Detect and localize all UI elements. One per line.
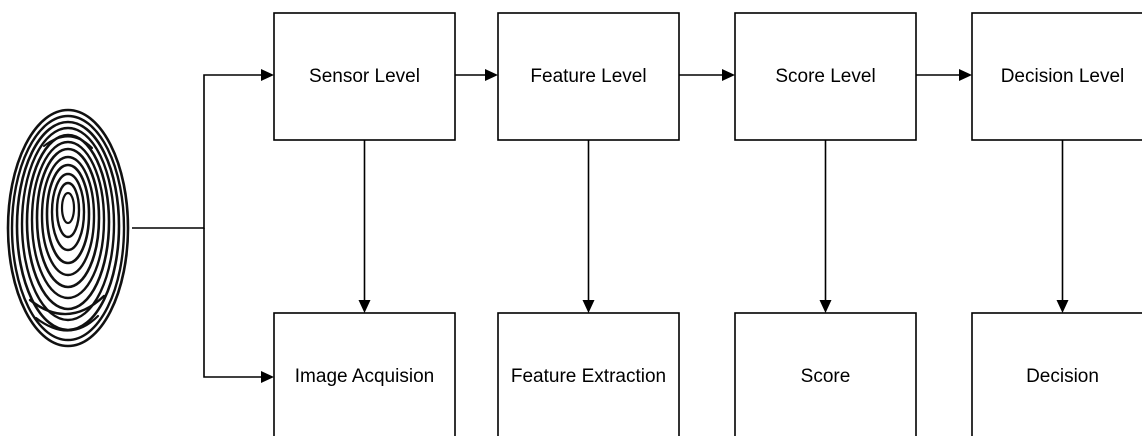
image-acquision-box: Image Acquision <box>273 312 456 436</box>
arrowhead-score-to-score-out <box>819 300 832 313</box>
sensor-level-box: Sensor Level <box>273 12 456 141</box>
sensor-level-label: Sensor Level <box>309 66 420 87</box>
decision-level-box: Decision Level <box>971 12 1142 141</box>
score-level-box: Score Level <box>734 12 917 141</box>
connector-fingerprint-to-image <box>203 228 262 378</box>
arrowhead-score-to-decision <box>959 69 972 81</box>
score-box: Score <box>734 312 917 436</box>
feature-extraction-box: Feature Extraction <box>497 312 680 436</box>
fingerprint-icon <box>6 108 130 348</box>
arrowhead-fingerprint-to-image <box>261 371 274 383</box>
image-acquision-label: Image Acquision <box>295 366 434 387</box>
arrowhead-fingerprint-to-sensor <box>261 69 274 81</box>
decision-level-label: Decision Level <box>1001 66 1125 87</box>
score-label: Score <box>801 366 851 387</box>
arrowhead-decision-to-decision-out <box>1056 300 1069 313</box>
score-level-label: Score Level <box>775 66 875 87</box>
arrowhead-sensor-to-feature <box>485 69 498 81</box>
arrowhead-feature-to-extraction <box>582 300 595 313</box>
arrowhead-feature-to-score <box>722 69 735 81</box>
decision-box: Decision <box>971 312 1142 436</box>
feature-level-label: Feature Level <box>530 66 646 87</box>
arrowhead-sensor-to-image <box>358 300 371 313</box>
feature-level-box: Feature Level <box>497 12 680 141</box>
decision-label: Decision <box>1026 366 1099 387</box>
connector-fingerprint-to-sensor <box>132 74 262 229</box>
feature-extraction-label: Feature Extraction <box>511 366 666 387</box>
